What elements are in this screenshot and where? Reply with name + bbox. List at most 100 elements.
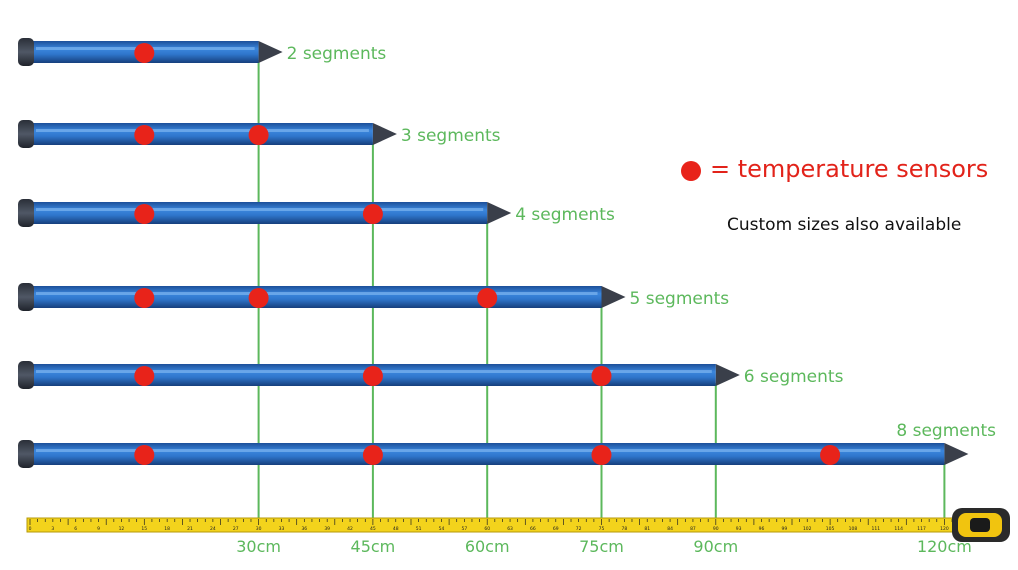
temperature-sensor (134, 288, 155, 308)
tape-tick-label: 9 (97, 526, 100, 532)
tape-tick-label: 51 (416, 526, 422, 532)
probe: 6 segments (18, 361, 844, 389)
ruler-label: 45cm (351, 537, 396, 556)
temperature-sensor (591, 445, 612, 465)
probe: 5 segments (18, 283, 729, 311)
temperature-sensor (134, 125, 155, 145)
probe-cap (18, 38, 34, 66)
temperature-sensor-legend-dot (681, 161, 701, 181)
temperature-sensor (248, 125, 269, 145)
custom-sizes-note: Custom sizes also available (727, 215, 962, 235)
tape-tick-label: 111 (872, 526, 881, 532)
probe-tip (715, 364, 740, 386)
tape-tick-label: 30 (256, 526, 262, 532)
ruler-label: 60cm (465, 537, 510, 556)
tape-tick-label: 114 (894, 526, 903, 532)
tape-measure-button (970, 518, 990, 532)
tape-tick-label: 54 (439, 526, 445, 532)
tape-tick-label: 21 (187, 526, 193, 532)
tape-tick-label: 99 (782, 526, 788, 532)
tape-tick-label: 69 (553, 526, 559, 532)
probe-cap (18, 361, 34, 389)
probe-segment-label: 8 segments (896, 421, 996, 441)
tape-tick-label: 102 (803, 526, 812, 532)
probe-cap (18, 440, 34, 468)
tape-tick-label: 3 (51, 526, 54, 532)
ruler-label: 30cm (236, 537, 281, 556)
tape-tick-label: 33 (279, 526, 285, 532)
probe: 2 segments (18, 38, 386, 66)
tape-tick-label: 39 (324, 526, 330, 532)
tape-tick-label: 96 (759, 526, 765, 532)
probe-tube (28, 123, 373, 145)
tape-tick-label: 48 (393, 526, 399, 532)
tape-tick-label: 45 (370, 526, 376, 532)
temperature-sensor (820, 445, 841, 465)
probe-highlight (36, 292, 598, 295)
tape-tick-label: 57 (461, 526, 467, 532)
temperature-sensor (477, 288, 498, 308)
tape-tick-label: 15 (141, 526, 147, 532)
probe-cap (18, 199, 34, 227)
tape-tick-label: 63 (507, 526, 513, 532)
probe-tube (28, 202, 488, 224)
probe: 4 segments (18, 199, 615, 227)
tape-tick-label: 72 (576, 526, 582, 532)
probes: 2 segments 3 segments 4 segments 5 segments… (18, 38, 996, 468)
tape-tick-label: 81 (644, 526, 650, 532)
temperature-sensor (248, 288, 269, 308)
legend-label: = temperature sensors (710, 155, 989, 183)
temperature-sensor (362, 366, 383, 386)
tape-tick-label: 18 (164, 526, 170, 532)
probe-tip (487, 202, 512, 224)
probe-tip (258, 41, 283, 63)
probe-segment-label: 3 segments (401, 126, 501, 146)
tape-tick-label: 27 (233, 526, 239, 532)
probe-highlight (36, 449, 941, 452)
temperature-sensor (134, 43, 155, 63)
tape-tick-label: 24 (210, 526, 216, 532)
ruler-label: 120cm (917, 537, 972, 556)
temperature-sensor (591, 366, 612, 386)
tape-tick-label: 36 (301, 526, 307, 532)
ruler-label: 90cm (693, 537, 738, 556)
tape-tick-label: 12 (119, 526, 125, 532)
tape-tick-label: 93 (736, 526, 742, 532)
ruler-label: 75cm (579, 537, 624, 556)
tape-tick-label: 87 (690, 526, 696, 532)
probe-segment-label: 4 segments (515, 205, 615, 225)
probe-cap (18, 120, 34, 148)
tape-tick-label: 84 (667, 526, 673, 532)
tape-tick-label: 108 (849, 526, 858, 532)
tape-tick-label: 78 (621, 526, 627, 532)
tape-tick-label: 90 (713, 526, 719, 532)
probe-tube (28, 443, 945, 465)
tape-tick-label: 0 (29, 526, 32, 532)
tape-tick-label: 66 (530, 526, 536, 532)
tape-tick-label: 105 (826, 526, 835, 532)
probe-tip (601, 286, 626, 308)
temperature-sensor (134, 204, 155, 224)
tape-tick-label: 120 (940, 526, 949, 532)
tape-tick-label: 75 (599, 526, 605, 532)
temperature-sensor (362, 445, 383, 465)
temperature-sensor (362, 204, 383, 224)
tape-tick-label: 6 (74, 526, 77, 532)
probe-segment-label: 6 segments (744, 367, 844, 387)
probe-tip (944, 443, 969, 465)
probe-highlight (36, 208, 484, 211)
probe: 3 segments (18, 120, 501, 148)
tape-tick-label: 117 (917, 526, 926, 532)
probe-cap (18, 283, 34, 311)
probe-tip (372, 123, 397, 145)
tape-tick-label: 42 (347, 526, 353, 532)
probe-segment-label: 5 segments (630, 289, 730, 309)
temperature-sensor (134, 445, 155, 465)
probe: 8 segments (18, 421, 996, 468)
probe-segment-label: 2 segments (287, 44, 387, 64)
ruler-labels: 30cm 45cm 60cm 75cm 90cm 120cm (236, 537, 972, 556)
temperature-sensor (134, 366, 155, 386)
tape-tick-label: 60 (484, 526, 490, 532)
